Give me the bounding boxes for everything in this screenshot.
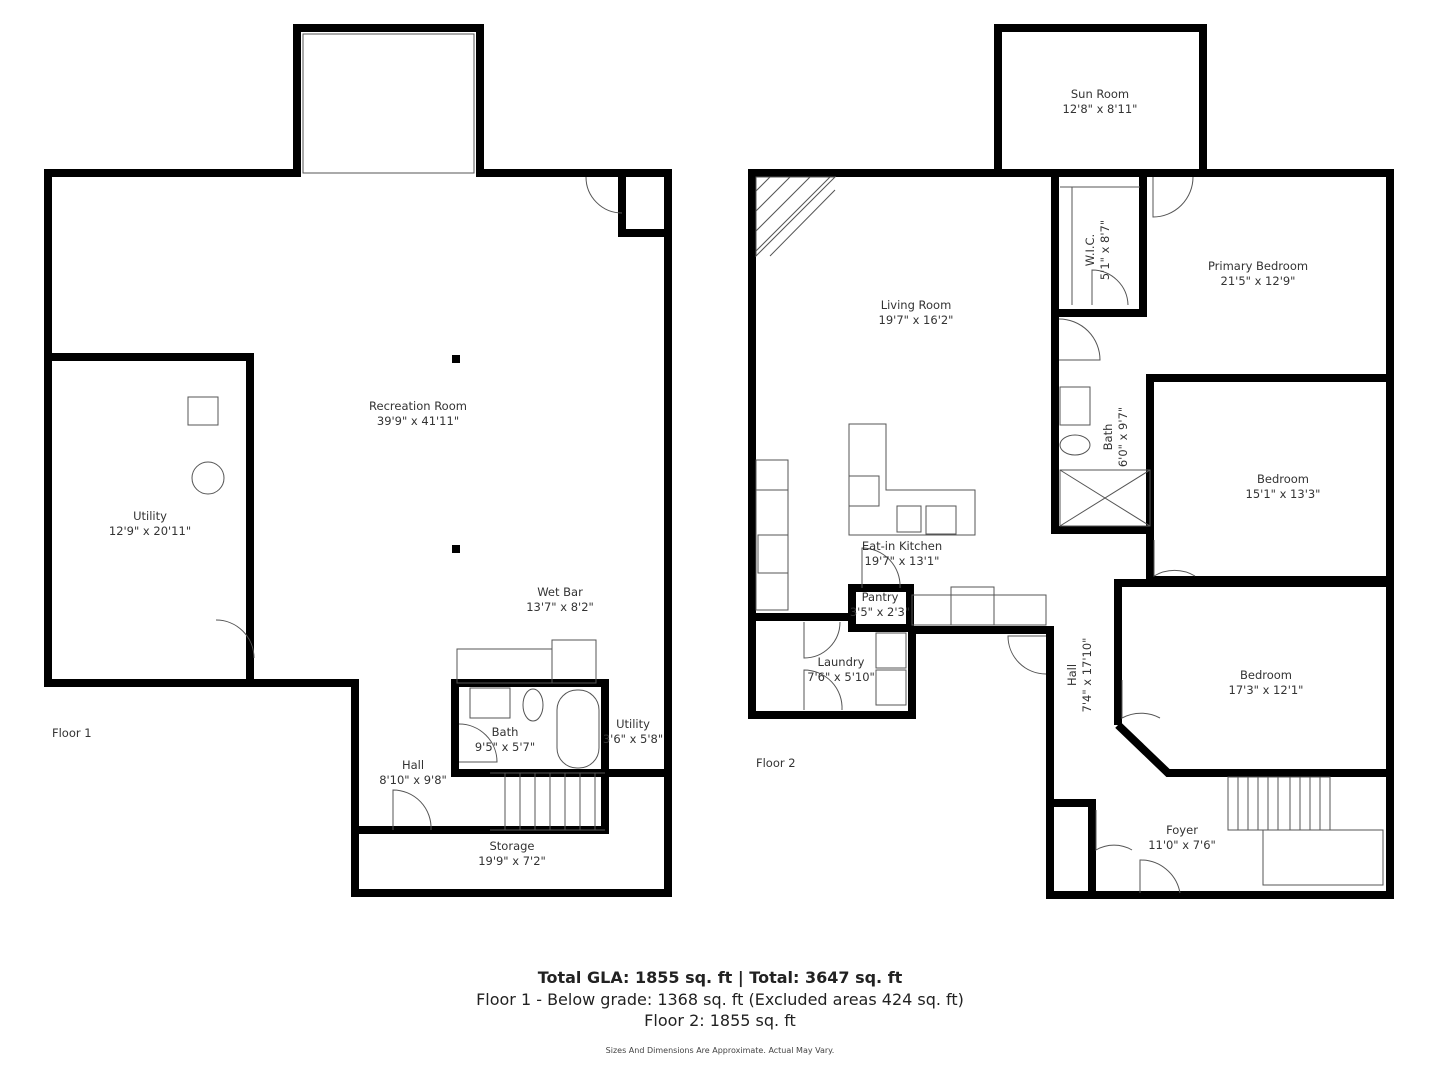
room-name: Utility <box>616 717 650 731</box>
room-name: Eat-in Kitchen <box>861 539 943 553</box>
room-name: Hall <box>401 758 425 772</box>
floor1-walls <box>44 24 672 897</box>
room-size: 13'7" x 8'2" <box>526 600 594 614</box>
room-name: Living Room <box>880 298 952 312</box>
room-name: Utility <box>133 509 167 523</box>
room-size: 7'6" x 5'10" <box>807 670 875 684</box>
room-name: Sun Room <box>1070 87 1130 101</box>
room-size: 7'4" x 17'10" <box>1080 637 1094 713</box>
room-size: 11'0" x 7'6" <box>1148 838 1216 852</box>
floor2-fixtures <box>755 176 1384 894</box>
room-name: Bedroom <box>1256 472 1310 486</box>
room-size: 19'7" x 16'2" <box>878 313 954 327</box>
room-size: 5'1" x 8'7" <box>1098 219 1112 281</box>
floor2-label: Floor 2 <box>756 756 796 770</box>
room-size: 15'1" x 13'3" <box>1245 487 1321 501</box>
room-size: 12'8" x 8'11" <box>1062 102 1138 116</box>
room-size: 12'9" x 20'11" <box>108 524 192 538</box>
room-name: Laundry <box>817 655 865 669</box>
room-size: 17'3" x 12'1" <box>1228 683 1304 697</box>
room-wic: W.I.C.5'1" x 8'7" <box>1083 220 1113 280</box>
room-name: Bedroom <box>1239 668 1293 682</box>
room-size: 21'5" x 12'9" <box>1220 274 1296 288</box>
room-name: Recreation Room <box>369 399 467 413</box>
room-size: 3'6" x 5'8" <box>602 732 664 746</box>
room-name: Foyer <box>1166 823 1198 837</box>
room-name: W.I.C. <box>1083 233 1097 267</box>
room-name: Storage <box>489 839 535 853</box>
room-name: Wet Bar <box>537 585 583 599</box>
total-area: Total GLA: 1855 sq. ft | Total: 3647 sq.… <box>537 968 903 987</box>
room-name: Pantry <box>861 590 899 604</box>
floor2-walls <box>748 24 1394 899</box>
room-name: Bath <box>1101 423 1115 451</box>
room-name: Bath <box>491 725 519 739</box>
floor1-area: Floor 1 - Below grade: 1368 sq. ft (Excl… <box>476 990 964 1009</box>
room-size: 3'5" x 2'3" <box>849 605 911 619</box>
room-name: Hall <box>1065 663 1079 687</box>
floor1-label: Floor 1 <box>52 726 92 740</box>
floor2-area: Floor 2: 1855 sq. ft <box>644 1011 796 1030</box>
room-size: 19'9" x 7'2" <box>478 854 546 868</box>
room-size: 19'7" x 13'1" <box>864 554 940 568</box>
room-size: 8'10" x 9'8" <box>379 773 447 787</box>
disclaimer: Sizes And Dimensions Are Approximate. Ac… <box>605 1046 835 1055</box>
floor1-fixtures <box>187 33 623 831</box>
floor1-columns <box>452 355 460 553</box>
room-name: Primary Bedroom <box>1207 259 1309 273</box>
room-size: 6'0" x 9'7" <box>1116 406 1130 468</box>
room-size: 39'9" x 41'11" <box>376 414 460 428</box>
room-size: 9'5" x 5'7" <box>474 740 536 754</box>
